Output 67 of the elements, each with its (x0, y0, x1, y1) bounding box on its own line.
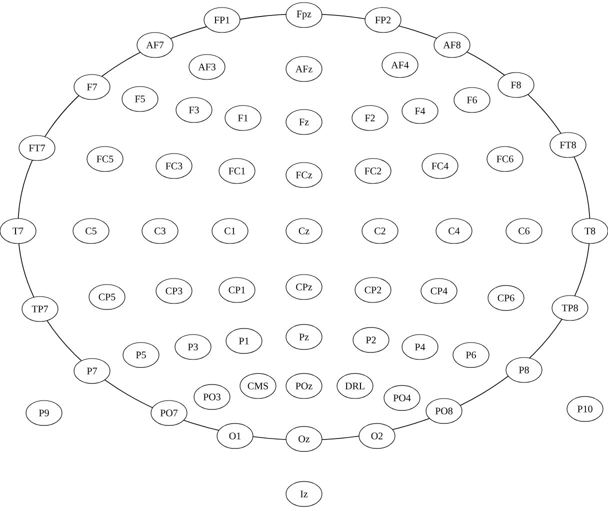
electrode: P2 (352, 327, 390, 353)
electrode: CP2 (354, 277, 392, 303)
electrode: P9 (26, 400, 62, 426)
electrode: C6 (506, 218, 542, 244)
electrode: FC4 (422, 153, 458, 179)
electrode: F7 (74, 74, 110, 100)
electrode: FCz (286, 162, 322, 188)
electrode: F8 (498, 72, 534, 98)
electrode: Pz (286, 324, 322, 350)
electrode: FT8 (550, 132, 586, 158)
electrode: CP3 (156, 278, 192, 304)
electrode: AFz (286, 56, 322, 82)
electrode: Fpz (286, 2, 322, 28)
electrode: PO4 (384, 385, 420, 411)
electrode: FC2 (354, 158, 392, 184)
electrode: PO3 (194, 384, 230, 410)
electrode: F3 (176, 97, 212, 123)
electrode: P10 (566, 396, 604, 422)
electrode: PO8 (426, 398, 462, 424)
electrode: C1 (212, 218, 248, 244)
electrode: AF8 (434, 32, 470, 58)
electrode: Iz (286, 481, 322, 507)
electrode: P7 (74, 358, 110, 384)
electrode: DRL (336, 373, 374, 399)
electrode: FC5 (86, 146, 124, 172)
electrode: TP8 (552, 295, 588, 321)
electrode: P6 (452, 342, 490, 368)
electrode: FP1 (204, 7, 240, 33)
electrode: P1 (226, 328, 262, 354)
electrode: C5 (72, 218, 110, 244)
electrode: FC3 (156, 153, 192, 179)
electrode: T7 (0, 218, 36, 244)
electrode: C3 (142, 218, 178, 244)
electrode: AF3 (188, 54, 226, 80)
electrode: CP5 (88, 284, 126, 310)
electrode: P5 (122, 342, 160, 368)
electrode: AF4 (382, 52, 418, 78)
electrode: P3 (174, 334, 212, 360)
electrode: F4 (402, 98, 438, 124)
electrode: P4 (402, 334, 438, 360)
electrode: CP1 (218, 277, 256, 303)
electrode: CP6 (488, 285, 524, 311)
electrode: O2 (358, 423, 396, 449)
electrode: F5 (122, 86, 158, 112)
electrode: Oz (286, 426, 322, 452)
electrode: FC6 (486, 146, 524, 172)
electrode: CP4 (420, 278, 458, 304)
electrode: CMS (240, 373, 276, 399)
electrode: FT7 (18, 135, 56, 161)
electrode: POz (286, 373, 322, 399)
electrode: F2 (352, 105, 388, 131)
electrode: F6 (454, 87, 490, 113)
electrode: TP7 (22, 296, 58, 322)
electrode: Cz (286, 218, 322, 244)
electrode: FC1 (218, 158, 256, 184)
electrode: F1 (224, 105, 262, 131)
electrode: AF7 (136, 32, 174, 58)
electrode: Fz (286, 109, 322, 135)
electrode: T8 (572, 218, 608, 244)
electrode: C4 (436, 218, 472, 244)
electrode: O1 (216, 423, 254, 449)
electrode: P8 (506, 357, 542, 383)
electrode: CPz (286, 274, 322, 300)
electrode: FP2 (364, 7, 402, 33)
electrode: PO7 (150, 400, 188, 426)
node-label: T8 (584, 228, 596, 234)
electrode: C2 (362, 218, 398, 244)
